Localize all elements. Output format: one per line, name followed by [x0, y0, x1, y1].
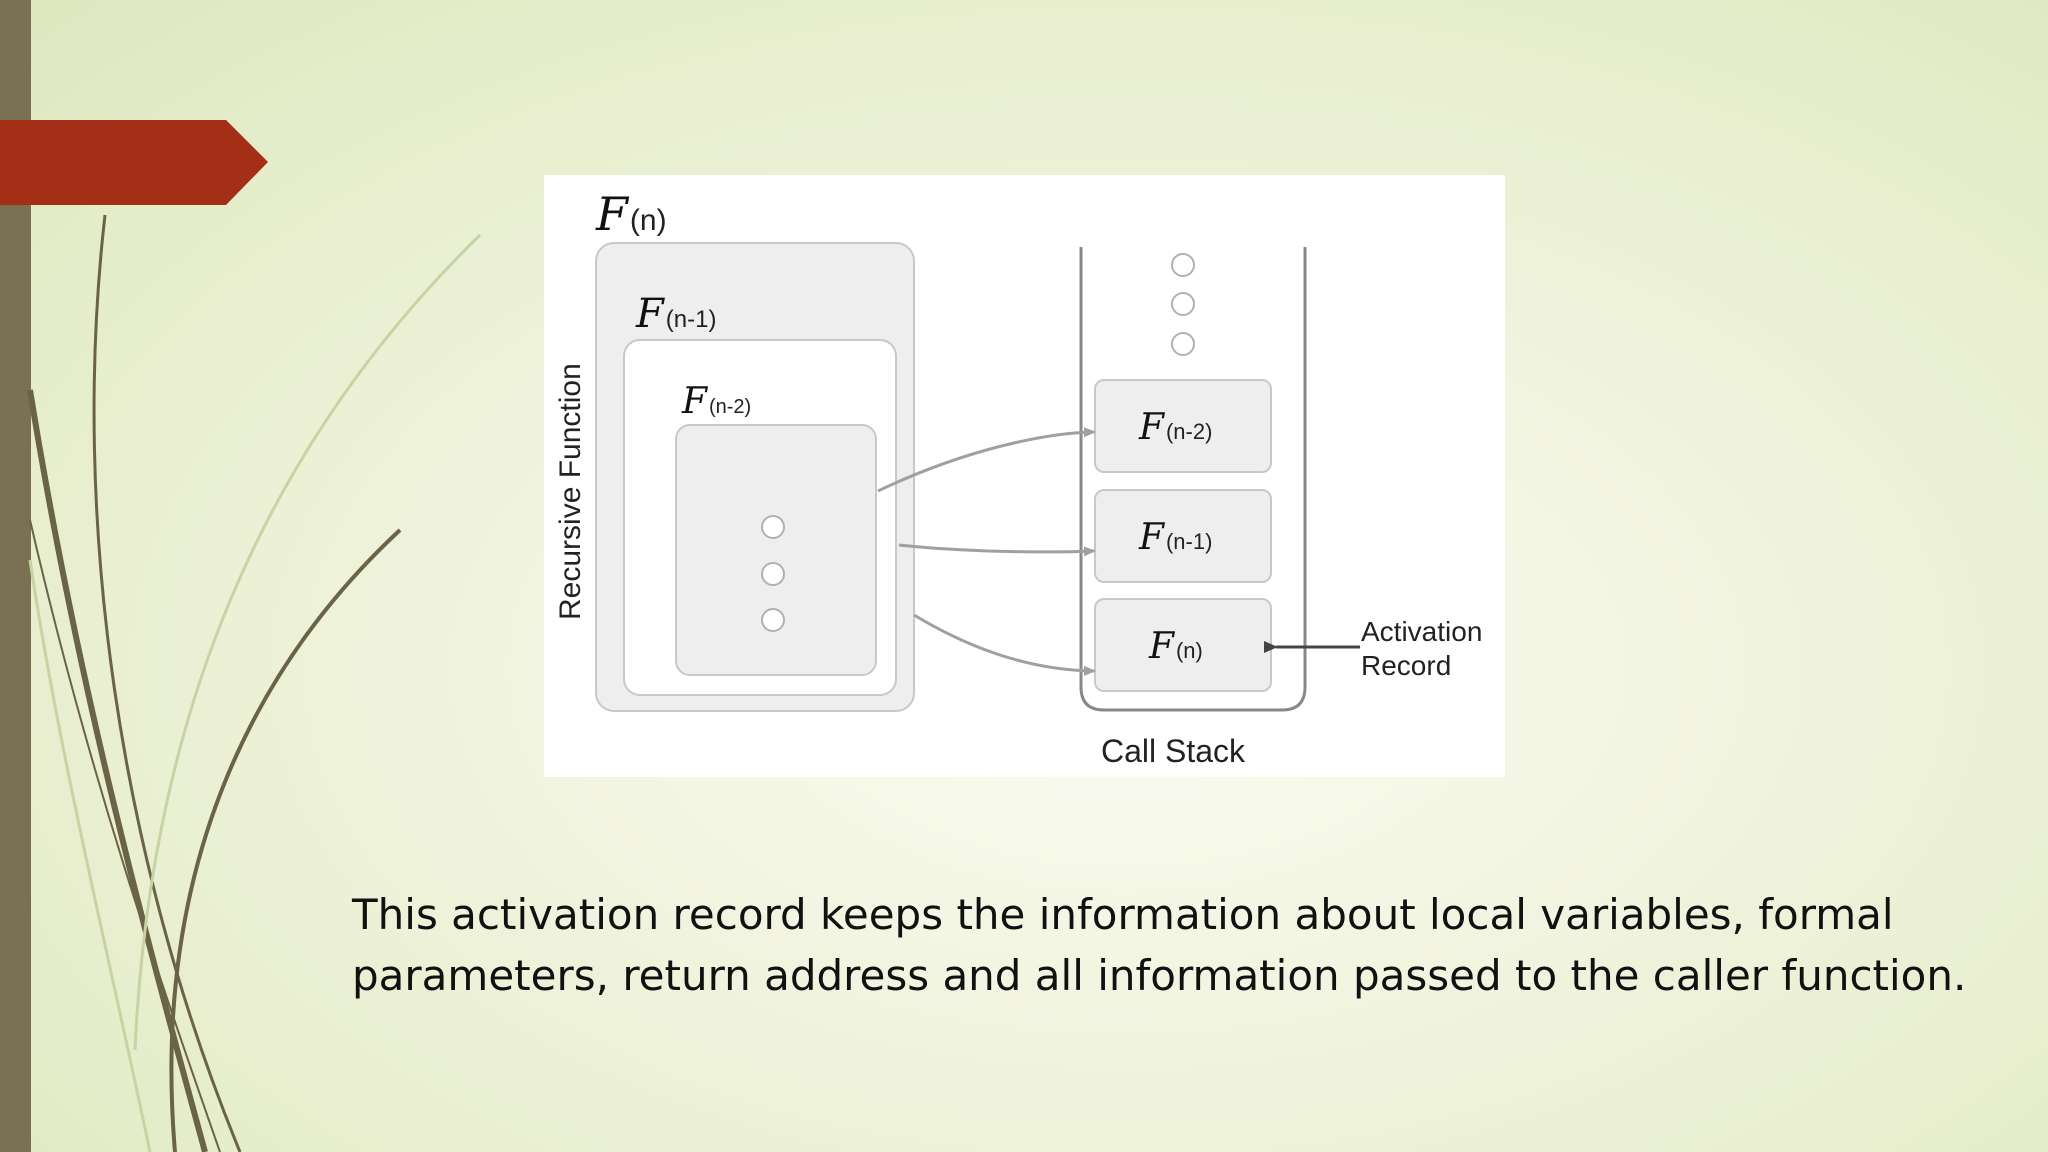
stack-ellipsis-dot [1171, 292, 1195, 316]
frame-n-title: F(n) [595, 187, 667, 241]
recursive-function-label: Recursive Function [554, 363, 587, 620]
frame-n-2-box [675, 424, 877, 676]
call-stack-container [1079, 247, 1307, 712]
arrow-to-stack-frame-n-1 [898, 543, 1096, 557]
stack-frame-n-label: F(n) [1148, 626, 1203, 667]
frame-n-2-title: F(n-2) [681, 381, 751, 422]
call-stack-label: Call Stack [1101, 733, 1246, 769]
slide-tab-marker [0, 120, 268, 205]
arrow-to-stack-frame-n-2 [877, 427, 1096, 493]
stack-frame-n-1-label: F(n-1) [1138, 517, 1212, 558]
stack-ellipsis-dot [1171, 253, 1195, 277]
ellipsis-dot [761, 608, 785, 632]
recursion-call-stack-figure: Recursive Function F(n) F(n-1) F(n-2) F(… [544, 175, 1505, 777]
activation-record-label-line2: Record [1361, 650, 1451, 681]
ellipsis-dot [761, 562, 785, 586]
stack-frame-n-2 [1094, 379, 1272, 473]
frame-n-1-title: F(n-1) [635, 291, 716, 337]
arrow-to-stack-frame-n [913, 613, 1096, 676]
stack-frame-n-1 [1094, 489, 1272, 583]
activation-record-label-line1: Activation [1361, 616, 1482, 647]
ellipsis-dot [761, 515, 785, 539]
stack-frame-n-2-label: F(n-2) [1138, 407, 1212, 448]
stack-ellipsis-dot [1171, 332, 1195, 356]
slide-caption: This activation record keeps the informa… [352, 890, 1967, 1000]
